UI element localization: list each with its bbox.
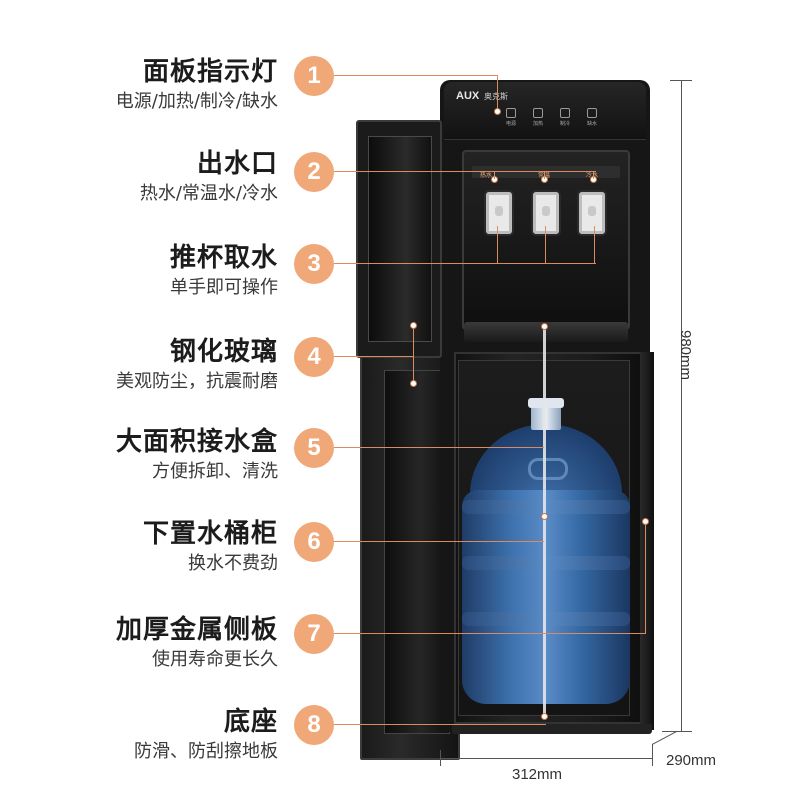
feature-metal-side: 加厚金属侧板 使用寿命更长久: [116, 614, 278, 672]
height-dimension-line: [681, 80, 682, 732]
cold-water-tap: [577, 190, 607, 236]
bottle-ring: [462, 612, 630, 626]
dispenser-base: [452, 724, 652, 734]
panel-button-label: 制冷: [560, 121, 571, 127]
leader-dot: [541, 713, 548, 720]
leader-tick: [545, 226, 546, 264]
feature-title: 钢化玻璃: [169, 337, 278, 367]
brand-logo: AUX: [456, 90, 480, 102]
brand-name: 奥克斯: [484, 92, 508, 101]
normal-water-tap: [531, 190, 561, 236]
feature-badge-8: 8: [294, 705, 334, 745]
leader-line-1-drop: [497, 75, 498, 111]
leader-dot: [410, 322, 417, 329]
panel-button-heat: 加热: [533, 108, 543, 127]
feature-subtitle: 换水不费劲: [188, 553, 278, 574]
water-level-icon: [587, 108, 597, 118]
feature-title: 底座: [223, 707, 278, 737]
feature-drip-tray: 大面积接水盒 方便拆卸、清洗: [116, 426, 278, 484]
width-dimension-label: 312mm: [512, 766, 563, 783]
feature-bottle-cabinet: 下置水桶柜 换水不费劲: [143, 518, 278, 576]
panel-button-label: 缺水: [587, 121, 598, 127]
dim-tick: [652, 744, 653, 766]
feature-subtitle: 热水/常温水/冷水: [139, 183, 278, 204]
width-dimension-line: [440, 758, 652, 759]
feature-badge-3: 3: [294, 244, 334, 284]
tap-tag-cold: 冷水: [582, 170, 602, 179]
upper-glass-door: [356, 120, 442, 358]
leader-dot: [494, 108, 501, 115]
feature-badge-2: 2: [294, 152, 334, 192]
feature-badge-6: 6: [294, 522, 334, 562]
control-panel: AUX 奥克斯 电源 加热 制冷 缺水: [444, 82, 646, 140]
panel-button-cool: 制冷: [560, 108, 570, 127]
suction-tube: [543, 326, 546, 716]
feature-subtitle: 防滑、防刮擦地板: [134, 741, 278, 762]
bottle-handle: [528, 458, 568, 480]
leader-tick: [593, 171, 594, 179]
hot-water-tap: [484, 190, 514, 236]
spout-bar: [472, 166, 620, 178]
leader-line-6: [334, 541, 544, 542]
water-bottle: [462, 490, 630, 704]
feature-subtitle: 使用寿命更长久: [152, 649, 278, 670]
panel-button-row: 电源 加热 制冷 缺水: [506, 108, 597, 127]
feature-title: 大面积接水盒: [115, 427, 278, 457]
leader-line-3: [334, 263, 596, 264]
feature-base: 底座 防滑、防刮擦地板: [134, 706, 278, 764]
heat-icon: [533, 108, 543, 118]
drip-tray: [464, 322, 628, 342]
tap-tag-hot: 热水: [479, 172, 492, 179]
leader-line-7-vert: [645, 522, 646, 634]
feature-subtitle: 方便拆卸、清洗: [152, 461, 278, 482]
door-glass-pane: [368, 136, 432, 342]
leader-line-1: [334, 75, 498, 76]
leader-tick: [544, 171, 545, 179]
leader-dot: [541, 513, 548, 520]
feature-subtitle: 电源/加热/制冷/缺水: [115, 91, 278, 112]
leader-line-4: [334, 356, 414, 357]
leader-line-7: [334, 633, 646, 634]
door-glass-pane: [384, 370, 450, 734]
feature-subtitle: 美观防尘，抗震耐磨: [116, 371, 278, 392]
feature-subtitle: 单手即可操作: [170, 277, 278, 298]
feature-title: 面板指示灯: [142, 57, 278, 87]
bottle-ring: [462, 556, 630, 570]
panel-button-water: 缺水: [587, 108, 597, 127]
feature-title: 推杯取水: [169, 243, 278, 273]
feature-badge-4: 4: [294, 337, 334, 377]
height-dimension-label: 980mm: [677, 330, 694, 381]
bottle-cap: [528, 398, 564, 408]
panel-button-label: 电源: [506, 121, 517, 127]
leader-dot: [410, 380, 417, 387]
feature-title: 出水口: [196, 149, 278, 179]
feature-push-cup: 推杯取水 单手即可操作: [170, 242, 278, 300]
feature-badge-5: 5: [294, 428, 334, 468]
feature-title: 下置水桶柜: [142, 519, 278, 549]
bottle-ring: [462, 500, 630, 514]
leader-line-4-vert: [413, 326, 414, 386]
feature-panel-lights: 面板指示灯 电源/加热/制冷/缺水: [116, 56, 278, 114]
leader-tick: [497, 226, 498, 264]
tap-tag-normal: 常温: [534, 170, 554, 179]
snowflake-icon: [560, 108, 570, 118]
feature-tempered-glass: 钢化玻璃 美观防尘，抗震耐磨: [116, 336, 278, 394]
feature-title: 加厚金属侧板: [115, 615, 278, 645]
metal-side-panel: [640, 352, 654, 730]
leader-dot: [642, 518, 649, 525]
leader-tick: [594, 226, 595, 264]
feature-badge-1: 1: [294, 56, 334, 96]
leader-line-8: [334, 724, 546, 725]
leader-dot: [541, 323, 548, 330]
feature-outlets: 出水口 热水/常温水/冷水: [140, 148, 278, 206]
panel-button-label: 加热: [533, 121, 544, 127]
leader-line-5: [334, 447, 544, 448]
feature-badge-7: 7: [294, 614, 334, 654]
depth-dimension-line: [652, 730, 678, 745]
leader-tick: [494, 171, 495, 179]
depth-dimension-label: 290mm: [666, 752, 717, 769]
power-icon: [506, 108, 516, 118]
panel-button-power: 电源: [506, 108, 516, 127]
leader-line-2: [334, 171, 596, 172]
